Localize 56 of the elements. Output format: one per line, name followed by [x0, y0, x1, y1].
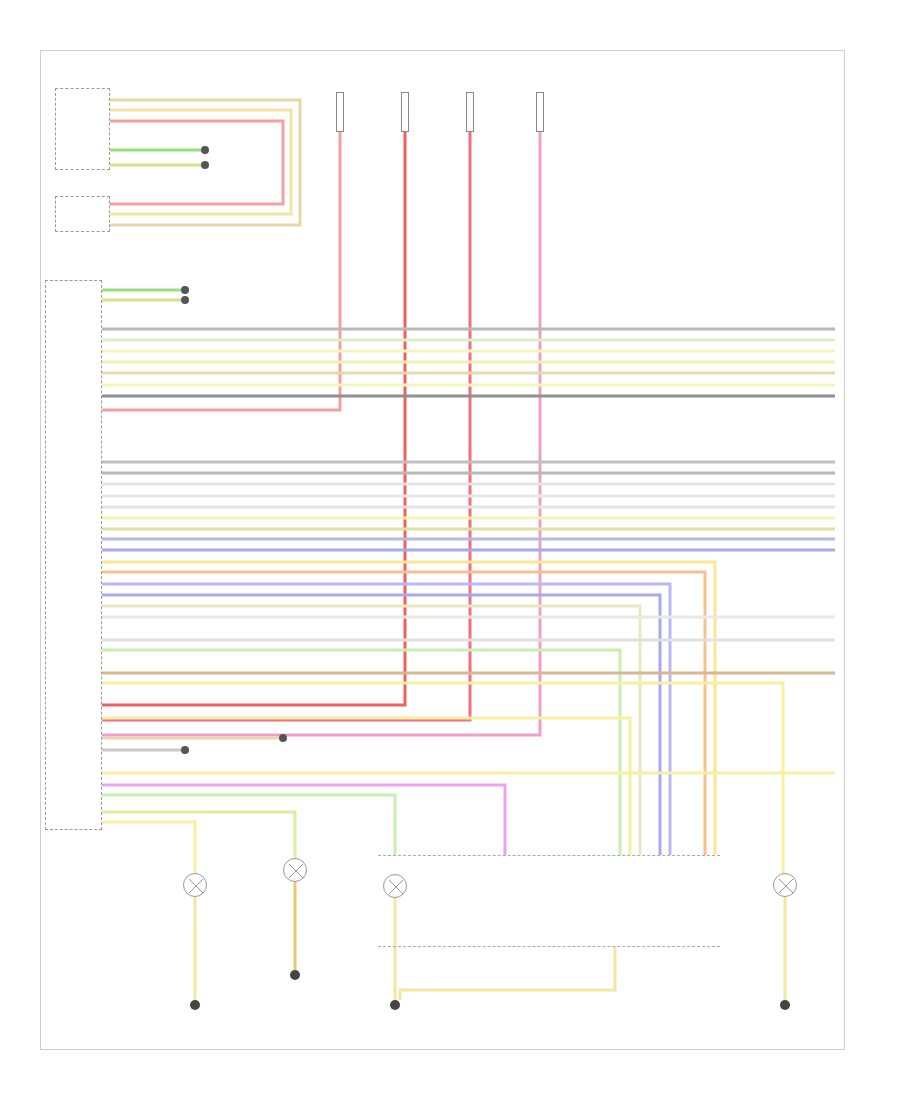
wire	[102, 648, 622, 855]
wire	[102, 338, 835, 342]
ground-point	[190, 1000, 200, 1010]
wire	[102, 327, 835, 331]
wire	[110, 108, 293, 216]
fuse-symbol	[466, 92, 474, 132]
wire	[102, 360, 835, 364]
wire	[102, 537, 835, 541]
wire	[110, 98, 302, 227]
wire	[102, 736, 279, 740]
control-module-box	[55, 88, 110, 170]
wire	[102, 548, 835, 552]
control-module-box	[45, 280, 102, 830]
fuse-symbol	[536, 92, 544, 132]
wire	[102, 288, 181, 292]
wire	[102, 527, 835, 531]
wire	[102, 371, 835, 375]
wire	[102, 349, 835, 353]
wire	[102, 132, 542, 737]
wire	[102, 298, 181, 302]
wire	[102, 810, 297, 858]
control-module-box	[55, 196, 110, 232]
wire	[783, 897, 787, 1000]
wire	[398, 947, 617, 1000]
fuse-symbol	[336, 92, 344, 132]
fuse-symbol	[401, 92, 409, 132]
wire	[102, 471, 835, 475]
ground-point	[390, 1000, 400, 1010]
lamp-symbol	[283, 858, 307, 882]
wire	[102, 132, 472, 722]
wire	[102, 820, 197, 873]
wire	[193, 897, 197, 1000]
wire	[102, 671, 835, 675]
lamp-symbol	[383, 874, 407, 898]
wire	[102, 383, 835, 387]
lamp-symbol	[183, 873, 207, 897]
wire	[102, 716, 632, 855]
wire	[102, 516, 835, 520]
wire	[102, 793, 397, 855]
wire	[102, 394, 835, 398]
wire	[110, 119, 285, 206]
component-group-box	[378, 855, 720, 947]
wire	[102, 771, 835, 775]
wire	[102, 748, 181, 752]
wire	[110, 148, 201, 152]
wire	[393, 897, 397, 1000]
wire	[102, 132, 407, 707]
ground-point	[780, 1000, 790, 1010]
wire	[293, 882, 297, 970]
wire	[110, 163, 201, 167]
ground-point	[290, 970, 300, 980]
wire	[102, 681, 785, 873]
wire	[102, 783, 507, 855]
wire	[102, 460, 835, 464]
lamp-symbol	[773, 873, 797, 897]
wire	[102, 132, 342, 412]
